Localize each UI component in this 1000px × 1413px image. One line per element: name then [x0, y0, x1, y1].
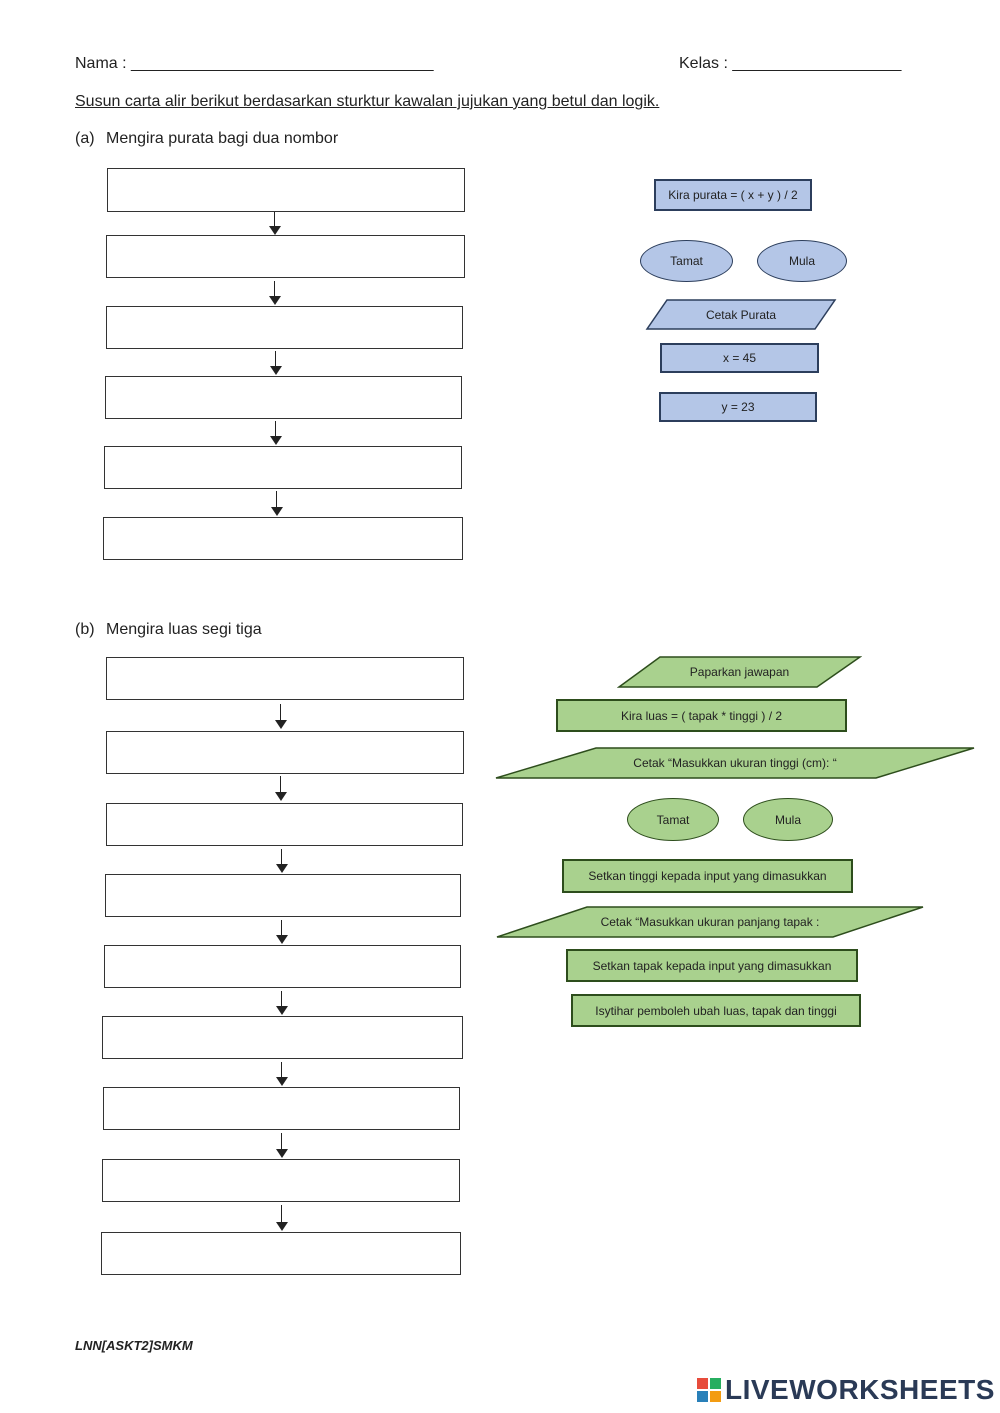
drop-box-b-1[interactable]	[106, 657, 464, 700]
option-cetak-purata[interactable]: Cetak Purata	[645, 299, 837, 330]
option-label: x = 45	[722, 351, 757, 365]
flow-arrow	[275, 704, 287, 729]
option-label: Mula	[774, 812, 801, 827]
drop-box-b-3[interactable]	[106, 803, 463, 846]
option-label: Cetak Purata	[705, 307, 777, 322]
option-label: Setkan tinggi kepada input yang dimasukk…	[588, 869, 827, 883]
drop-box-a-3[interactable]	[106, 306, 463, 349]
option-mula-a[interactable]: Mula	[757, 240, 847, 282]
flow-arrow	[276, 1133, 288, 1158]
brand-name: LIVEWORKSHEETS	[725, 1374, 995, 1405]
option-label: Kira purata = ( x + y ) / 2	[668, 188, 798, 202]
option-setkan-tinggi[interactable]: Setkan tinggi kepada input yang dimasukk…	[562, 859, 853, 893]
flow-arrow	[275, 776, 287, 801]
drop-box-b-7[interactable]	[103, 1087, 460, 1130]
drop-box-b-4[interactable]	[105, 874, 461, 917]
option-setkan-tapak[interactable]: Setkan tapak kepada input yang dimasukka…	[566, 949, 858, 982]
option-cetak-tapak[interactable]: Cetak “Masukkan ukuran panjang tapak :	[495, 906, 925, 938]
flow-arrow	[276, 1205, 288, 1231]
flow-arrow	[276, 849, 288, 873]
option-label: Paparkan jawapan	[689, 665, 790, 679]
section-a-label: (a)	[75, 130, 95, 147]
drop-box-a-4[interactable]	[105, 376, 462, 419]
instruction: Susun carta alir berikut berdasarkan stu…	[75, 93, 660, 110]
option-kira-purata[interactable]: Kira purata = ( x + y ) / 2	[654, 179, 812, 211]
drop-box-b-5[interactable]	[104, 945, 461, 988]
option-isytihar[interactable]: Isytihar pemboleh ubah luas, tapak dan t…	[571, 994, 861, 1027]
flow-arrow	[276, 991, 288, 1015]
drop-box-b-9[interactable]	[101, 1232, 461, 1275]
parallelogram-shape	[496, 906, 924, 938]
drop-box-a-6[interactable]	[103, 517, 463, 560]
option-label: Cetak “Masukkan ukuran panjang tapak :	[600, 915, 820, 929]
option-paparkan-jawapan[interactable]: Paparkan jawapan	[617, 656, 862, 688]
flow-arrow	[271, 491, 283, 516]
flow-arrow	[270, 421, 282, 445]
option-label: Tamat	[670, 254, 703, 268]
parallelogram-shape	[617, 656, 862, 688]
option-y-value[interactable]: y = 23	[659, 392, 817, 422]
liveworksheets-logo[interactable]: LIVEWORKSHEETS	[697, 1374, 995, 1406]
drop-box-a-5[interactable]	[104, 446, 462, 489]
section-a-title: Mengira purata bagi dua nombor	[106, 130, 339, 147]
section-b-label: (b)	[75, 621, 95, 638]
flow-arrow	[269, 212, 281, 235]
drop-box-b-6[interactable]	[102, 1016, 463, 1059]
option-label: y = 23	[721, 400, 755, 414]
kelas-field[interactable]: Kelas : ___________________	[679, 55, 902, 72]
option-label: Mula	[788, 254, 815, 268]
drop-box-a-1[interactable]	[107, 168, 465, 212]
option-label: Setkan tapak kepada input yang dimasukka…	[592, 958, 832, 973]
option-x-value[interactable]: x = 45	[660, 343, 819, 373]
parallelogram-shape	[495, 747, 975, 779]
option-label: Cetak “Masukkan ukuran tinggi (cm): “	[633, 756, 837, 770]
option-kira-luas[interactable]: Kira luas = ( tapak * tinggi ) / 2	[556, 699, 847, 732]
flow-arrow	[270, 351, 282, 375]
section-b-title: Mengira luas segi tiga	[106, 621, 262, 638]
flow-arrow	[269, 281, 281, 305]
nama-field[interactable]: Nama : _________________________________…	[75, 55, 434, 72]
option-label: Kira luas = ( tapak * tinggi ) / 2	[620, 708, 783, 723]
parallelogram-shape	[645, 299, 837, 330]
option-cetak-tinggi[interactable]: Cetak “Masukkan ukuran tinggi (cm): “	[494, 747, 976, 779]
option-mula-b[interactable]: Mula	[743, 798, 833, 841]
drop-box-b-8[interactable]	[102, 1159, 460, 1202]
drop-box-b-2[interactable]	[106, 731, 464, 774]
flow-arrow	[276, 920, 288, 944]
option-tamat-b[interactable]: Tamat	[627, 798, 719, 841]
flow-arrow	[276, 1062, 288, 1086]
option-tamat-a[interactable]: Tamat	[640, 240, 733, 282]
option-label: Tamat	[656, 812, 690, 827]
drop-box-a-2[interactable]	[106, 235, 465, 278]
option-label: Isytihar pemboleh ubah luas, tapak dan t…	[595, 1003, 837, 1018]
footer-code: LNN[ASKT2]SMKM	[75, 1338, 193, 1353]
liveworksheets-icon	[697, 1378, 721, 1402]
